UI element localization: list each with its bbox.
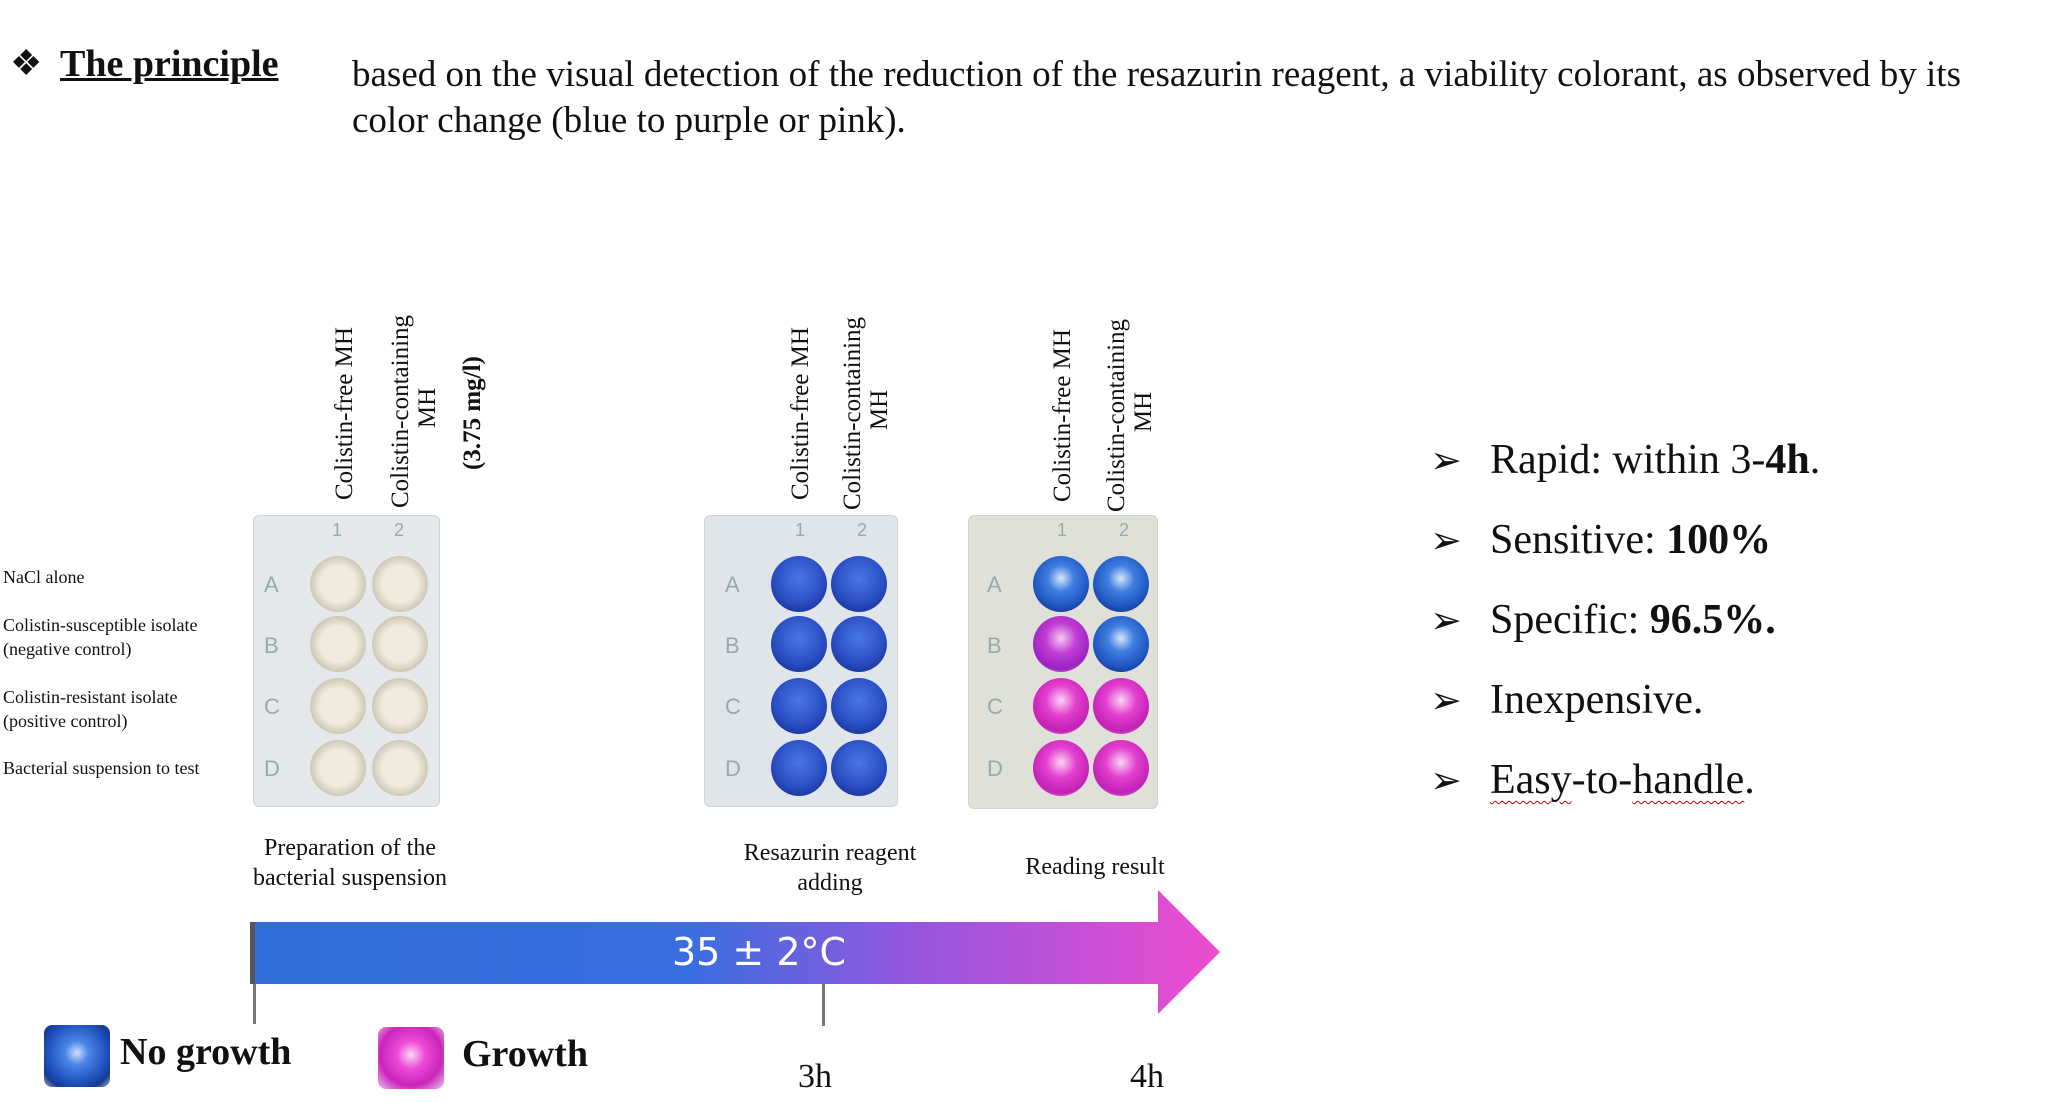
well-empty [372,740,428,796]
plate-row-letter: A [264,572,279,597]
well-empty [310,616,366,672]
plate-row-letter: D [264,756,280,781]
plate2-col1-label: Colistin-free MH [786,327,814,500]
plate1-col1-label: Colistin-free MH [330,327,358,500]
well-blue [1093,616,1149,672]
well-blue [831,556,887,612]
plate-row-letter: D [987,756,1003,781]
well-blue [1093,556,1149,612]
timeline-arrow [250,890,1220,1014]
plate1-concentration-label: (3.75 mg/l) [458,356,486,470]
well-empty [372,616,428,672]
principle-description: based on the visual detection of the red… [352,52,2052,144]
plate-row-letter: C [987,694,1003,719]
legend-growth-label: Growth [462,1033,588,1075]
row-label-d: Bacterial suspension to test [3,758,200,778]
plate-col-number: 1 [332,520,343,540]
well-blue [831,740,887,796]
plate-row-letter: B [264,633,279,658]
arrowhead-bullet-icon: ➢ [1430,519,1462,562]
plate-row-letter: C [725,694,741,719]
well-pink [1033,678,1089,734]
well-blue [831,616,887,672]
well-blue [771,678,827,734]
plate-row-letter: D [725,756,741,781]
plate-row-letter: B [987,633,1002,658]
legend-no-growth-label: No growth [120,1031,292,1073]
feature-easy-to-handle: ➢ Easy-to-handle. [1430,757,1755,803]
well-empty [310,556,366,612]
arrowhead-bullet-icon: ➢ [1430,679,1462,722]
plate-reading: 1 2 A B C D [968,515,1158,809]
plate-col-number: 2 [394,520,405,540]
diamond-bullet-icon: ❖ [10,43,43,83]
well-empty [310,678,366,734]
well-empty [310,740,366,796]
step-label-reading: Reading result [1025,854,1165,880]
well-blue [771,616,827,672]
feature-specific: ➢ Specific: 96.5%. [1430,597,1776,643]
temperature-label: 35 ± 2°C [672,930,847,974]
plate-row-letter: B [725,633,740,658]
well-empty [372,556,428,612]
well-empty [372,678,428,734]
principle-text-line-1: based on the visual detection of the red… [352,54,1961,95]
well-pink [1093,740,1149,796]
row-label-c: Colistin-resistant isolate(positive cont… [3,687,178,731]
principle-text-line-2: color change (blue to purple or pink). [352,100,906,141]
plate-row-letter: C [264,694,280,719]
well-pink [1093,678,1149,734]
feature-rapid: ➢ Rapid: within 3-4h. [1430,437,1821,483]
feature-sensitive: ➢ Sensitive: 100% [1430,517,1772,563]
arrowhead-bullet-icon: ➢ [1430,599,1462,642]
well-pink [1033,740,1089,796]
plate-row-letter: A [725,572,740,597]
well-blue [1033,556,1089,612]
well-blue [831,678,887,734]
timeline-tick-3h [822,984,825,1026]
time-label-3h: 3h [798,1058,832,1095]
plate-col-number: 1 [795,520,806,540]
time-label-4h: 4h [1130,1058,1164,1095]
plate-row-letter: A [987,572,1002,597]
row-label-a: NaCl alone [3,567,85,587]
well-pink [1033,616,1089,672]
timeline-tick-start [253,984,256,1024]
arrowhead-bullet-icon: ➢ [1430,759,1462,802]
plate-col-number: 2 [857,520,868,540]
well-blue [771,740,827,796]
plate-resazurin: 1 2 A B C D [704,515,898,807]
plate-preparation: 1 2 A B C D [253,515,440,807]
well-blue [771,556,827,612]
feature-inexpensive: ➢ Inexpensive. [1430,677,1704,723]
legend-growth-swatch [378,1027,444,1089]
plate-col-number: 2 [1119,520,1130,540]
legend-no-growth-swatch [44,1025,110,1087]
plate-col-number: 1 [1057,520,1068,540]
row-label-b: Colistin-susceptible isolate(negative co… [3,615,198,659]
arrowhead-bullet-icon: ➢ [1430,439,1462,482]
principle-heading: The principle [60,43,279,85]
plate3-col1-label: Colistin-free MH [1048,329,1076,502]
